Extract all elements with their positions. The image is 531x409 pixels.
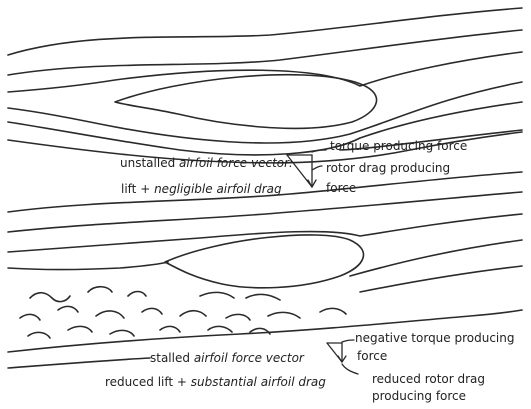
wake-squiggle xyxy=(30,293,70,302)
upper-drag-leader xyxy=(312,166,322,170)
wake-squiggle xyxy=(28,332,50,338)
wake-squiggle xyxy=(20,314,40,320)
upper-streamline-1 xyxy=(8,8,522,55)
lower-streamline-2 xyxy=(8,192,522,232)
lower-streamline-5 xyxy=(350,240,522,276)
upper-drag-label-line1: rotor drag producing xyxy=(326,161,450,175)
lower-streamline-3 xyxy=(8,214,522,252)
wake-squiggle xyxy=(320,308,346,314)
lower-flow-section: stalled airfoil force vector reduced lif… xyxy=(8,172,522,403)
wake-squiggle xyxy=(110,330,134,336)
wake-squiggle xyxy=(58,306,78,312)
upper-streamline-3 xyxy=(8,52,522,92)
wake-squiggle xyxy=(208,326,232,332)
wake-squiggle xyxy=(180,311,206,316)
wake-squiggle xyxy=(142,308,162,314)
lower-vector-title: stalled airfoil force vector xyxy=(150,351,305,365)
wake-squiggle xyxy=(68,326,92,332)
upper-streamline-4 xyxy=(8,82,522,143)
upper-streamline-2 xyxy=(8,30,522,75)
wake-squiggle xyxy=(226,314,250,320)
lower-drag-leader xyxy=(342,364,358,374)
wake-squiggle xyxy=(200,292,234,298)
lower-airfoil xyxy=(165,235,363,288)
lower-streamline-8 xyxy=(8,358,150,368)
wake-squiggle xyxy=(268,312,300,318)
upper-flow-section: unstalled airfoil force vector: lift + n… xyxy=(8,8,522,196)
lower-torque-label-line2: force xyxy=(357,349,387,363)
lower-torque-label-line1: negative torque producing xyxy=(355,331,515,345)
upper-airfoil xyxy=(115,75,377,129)
wake-squiggle xyxy=(96,311,124,318)
lower-torque-leader xyxy=(342,340,354,342)
lower-vector-description: reduced lift + substantial airfoil drag xyxy=(105,375,326,389)
upper-torque-label: torque producing force xyxy=(330,139,467,153)
upper-vector-title: unstalled airfoil force vector: xyxy=(120,156,293,170)
wake-squiggle xyxy=(246,294,280,300)
lower-drag-label-line1: reduced rotor drag xyxy=(372,372,485,386)
lower-streamline-6 xyxy=(360,266,522,292)
wake-squiggle xyxy=(128,292,146,297)
lower-streamline-4 xyxy=(8,262,168,270)
wake-squiggle xyxy=(160,326,180,332)
lower-drag-label-line2: producing force xyxy=(372,389,466,403)
wake-squiggle xyxy=(88,287,112,292)
upper-vector-description: lift + negligible airfoil drag xyxy=(121,182,282,196)
